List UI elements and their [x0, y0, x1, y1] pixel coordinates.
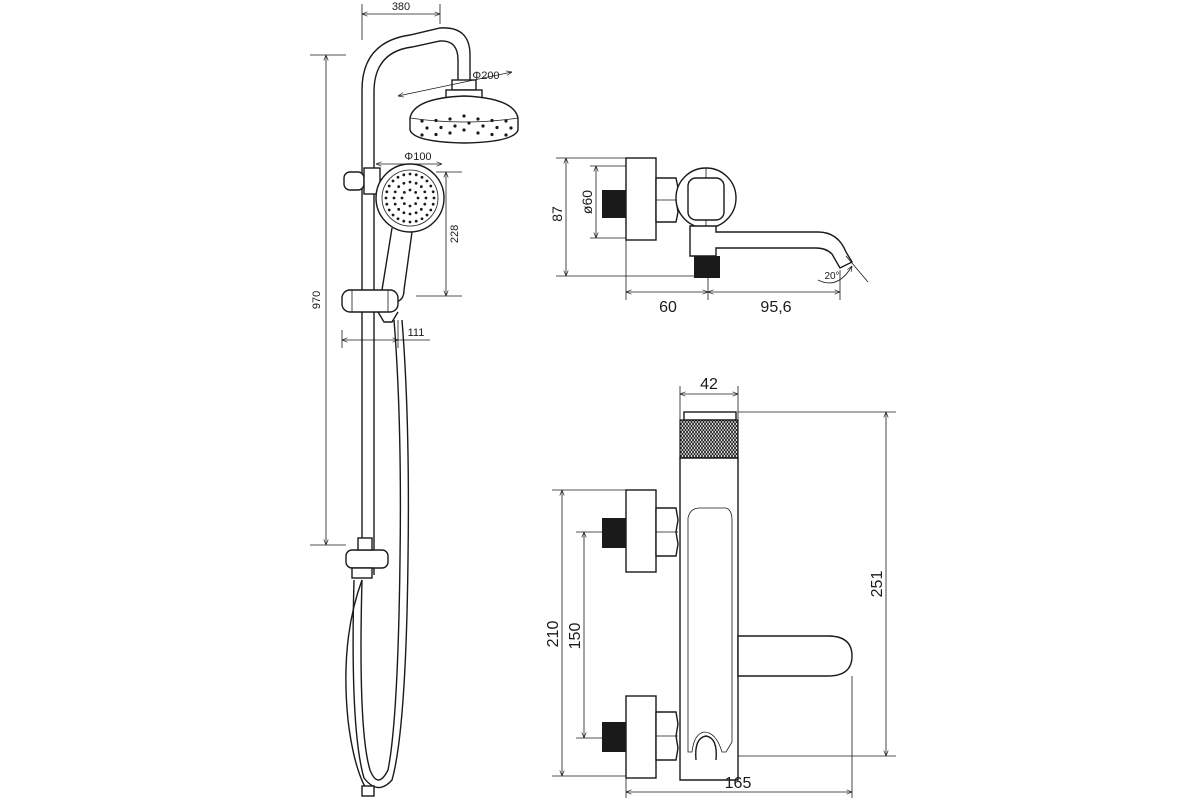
nozzle-hole: [476, 131, 480, 135]
dim-front-width: 42: [700, 376, 718, 393]
nozzle-hole: [414, 211, 418, 215]
nozzle-hole: [414, 190, 418, 194]
shower-hose: [360, 319, 402, 781]
nozzle-hole: [476, 117, 480, 121]
nozzle-hole: [434, 132, 438, 137]
nozzle-hole: [425, 213, 429, 217]
nozzle-hole: [408, 172, 412, 176]
nozzle-hole: [432, 196, 436, 200]
mixer-side-dimensions: 87 ø60 60 95,6 20°: [549, 157, 869, 316]
nozzle-hole: [416, 196, 420, 200]
dim-spout-angle: 20°: [824, 271, 839, 282]
nozzle-hole: [462, 114, 466, 118]
nozzle-hole: [408, 180, 412, 184]
mixer-side-view: [602, 157, 853, 278]
nozzle-hole: [385, 190, 389, 194]
dim-hand-height: 228: [449, 225, 461, 243]
nozzle-hole: [408, 188, 412, 192]
nozzle-hole: [393, 190, 397, 194]
nozzle-hole: [419, 207, 423, 211]
nozzle-hole: [387, 184, 391, 188]
nozzle-hole: [414, 219, 418, 223]
nozzle-hole: [393, 202, 397, 206]
overhead-shower-head: [409, 95, 519, 144]
hand-shower: [375, 163, 445, 303]
nozzle-hole: [400, 196, 404, 200]
shower-dimensions: 380 Φ200 Φ100 228 970 111: [310, 1, 512, 546]
nozzle-hole: [402, 202, 406, 206]
nozzle-hole: [509, 126, 513, 130]
nozzle-hole: [462, 128, 466, 132]
nozzle-hole: [504, 133, 508, 137]
nozzle-hole: [397, 207, 401, 211]
nozzle-hole: [431, 202, 435, 206]
dim-front-length: 165: [725, 775, 752, 792]
nozzle-hole: [384, 196, 388, 200]
dim-center-distance: 150: [567, 623, 584, 650]
nozzle-hole: [425, 126, 429, 130]
nozzle-hole: [391, 213, 395, 217]
slider-holder: [341, 289, 399, 323]
dim-total-height: 970: [311, 291, 323, 309]
nozzle-hole: [490, 118, 494, 123]
nozzle-hole: [385, 202, 389, 206]
nozzle-hole: [429, 184, 433, 188]
nozzle-hole: [439, 125, 443, 130]
nozzle-hole: [408, 220, 412, 224]
nozzle-hole: [481, 124, 485, 128]
nozzle-hole: [467, 121, 471, 125]
nozzle-hole: [490, 132, 494, 137]
nozzle-hole: [453, 124, 457, 128]
dim-shower-width: 380: [392, 1, 410, 13]
nozzle-hole: [495, 125, 499, 130]
dim-side-height: 87: [549, 206, 565, 222]
nozzle-hole: [431, 190, 435, 194]
nozzle-hole: [391, 179, 395, 183]
nozzle-hole: [423, 202, 427, 206]
nozzle-hole: [434, 118, 438, 123]
nozzle-hole: [402, 190, 406, 194]
dim-hand-diameter: Φ100: [404, 151, 431, 163]
nozzle-hole: [423, 190, 427, 194]
nozzle-hole: [448, 117, 452, 121]
nozzle-hole: [414, 202, 418, 206]
nozzle-hole: [402, 181, 406, 185]
nozzle-hole: [504, 119, 508, 123]
nozzle-hole: [397, 185, 401, 189]
dim-holder-depth: 111: [408, 327, 425, 339]
nozzle-hole: [424, 196, 428, 200]
dim-front-inner: 210: [545, 621, 562, 648]
nozzle-hole: [420, 133, 424, 137]
nozzle-hole: [402, 219, 406, 223]
shower-system: [341, 27, 519, 797]
dim-overhead-diameter: Φ200: [472, 70, 499, 82]
nozzle-hole: [420, 217, 424, 221]
nozzle-hole: [414, 173, 418, 177]
nozzle-hole: [402, 173, 406, 177]
nozzle-hole: [408, 204, 412, 208]
mixer-front-dimensions: 42 251 210 150 165: [545, 376, 896, 798]
dim-side-diameter: ø60: [579, 190, 595, 214]
dim-front-height: 251: [869, 571, 886, 598]
nozzle-hole: [414, 181, 418, 185]
nozzle-hole: [420, 119, 424, 123]
dim-spout-length: 95,6: [760, 299, 791, 316]
nozzle-hole: [448, 131, 452, 135]
nozzle-hole: [425, 179, 429, 183]
nozzle-hole: [419, 185, 423, 189]
nozzle-hole: [387, 208, 391, 212]
nozzle-hole: [429, 208, 433, 212]
mixer-front-view: [602, 411, 853, 781]
hand-shower-bracket: [343, 167, 381, 195]
nozzle-hole: [402, 211, 406, 215]
nozzle-hole: [392, 196, 396, 200]
nozzle-hole: [420, 175, 424, 179]
nozzle-hole: [408, 212, 412, 216]
dim-side-depth: 60: [659, 299, 677, 316]
lower-connector: [345, 537, 389, 579]
nozzle-hole: [396, 217, 400, 221]
nozzle-hole: [396, 175, 400, 179]
